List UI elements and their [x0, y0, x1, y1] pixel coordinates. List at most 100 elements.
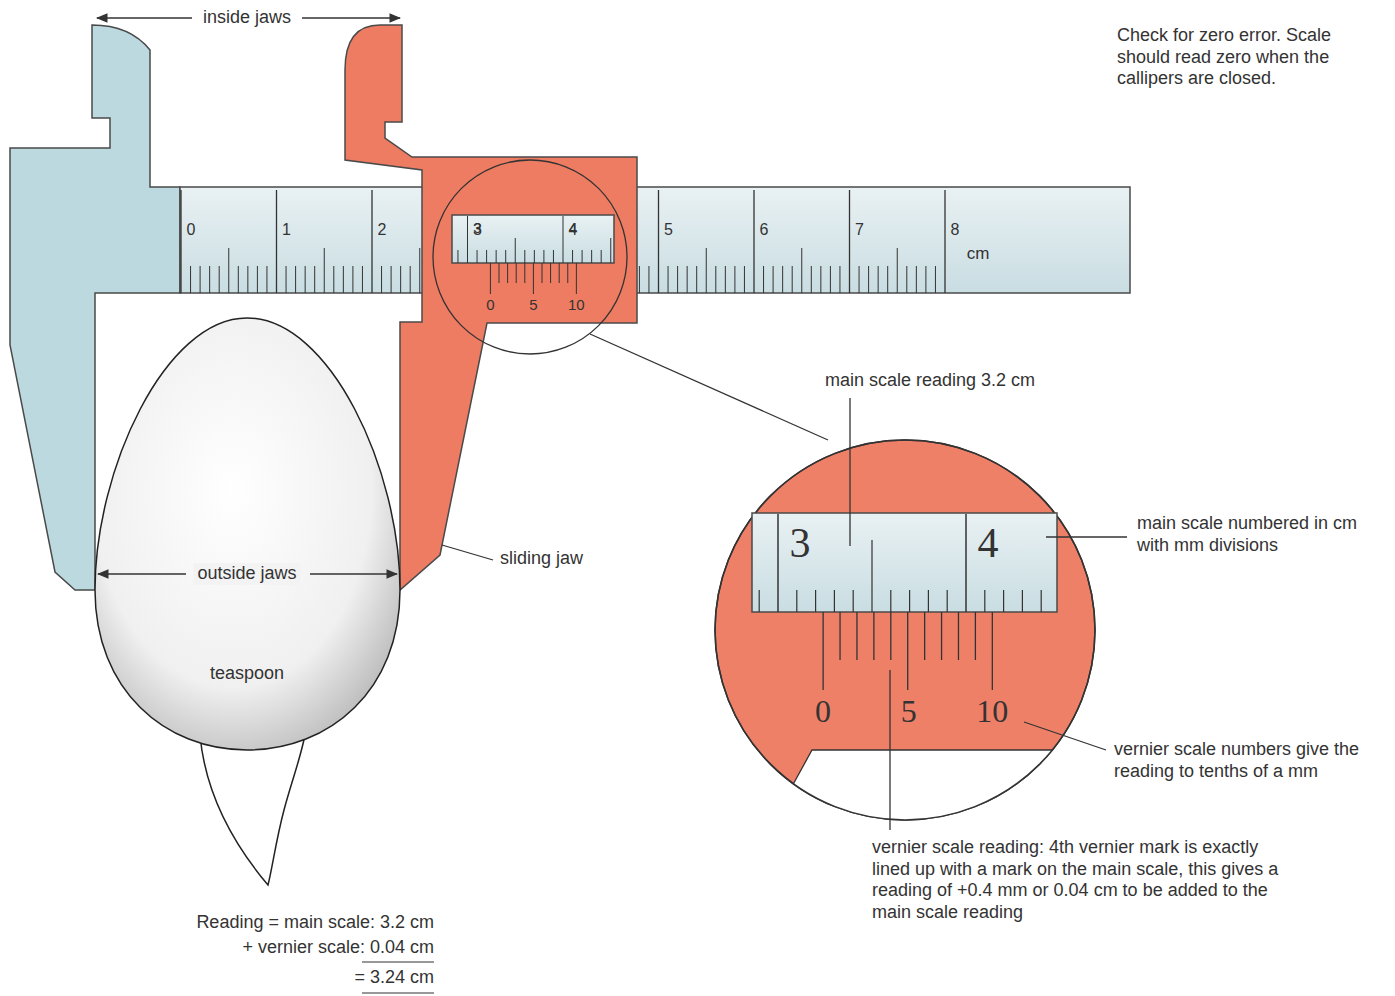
scale-tick — [906, 266, 907, 293]
scale-tick — [1003, 590, 1004, 612]
scale-tick — [668, 266, 669, 293]
scale-number: 1 — [282, 220, 291, 239]
unit-label: cm — [967, 244, 990, 264]
scale-tick — [276, 190, 277, 293]
scale-tick — [457, 250, 458, 263]
scale-tick — [830, 266, 831, 293]
vernier-window — [452, 215, 614, 263]
scale-tick — [777, 514, 779, 612]
scale-tick — [658, 190, 659, 293]
magnifier-ring — [433, 160, 627, 354]
scale-tick — [286, 266, 287, 293]
scale-number: 5 — [664, 220, 673, 239]
scale-tick — [677, 266, 678, 293]
scale-tick — [499, 263, 500, 283]
scale-tick — [734, 266, 735, 293]
scale-tick — [853, 590, 854, 612]
scale-tick — [400, 266, 401, 293]
magnifier-leader — [590, 334, 828, 440]
scale-number: 3 — [790, 518, 811, 568]
scale-tick — [219, 266, 220, 293]
scale-number: 8 — [951, 220, 960, 239]
scale-tick — [559, 263, 560, 283]
scale-tick — [811, 266, 812, 293]
scale-tick — [200, 266, 201, 293]
vernier-number: 5 — [901, 692, 917, 730]
scale-tick — [524, 263, 525, 283]
scale-tick — [856, 612, 857, 660]
vernier-number: 10 — [976, 692, 1008, 730]
vernier-number: 10 — [568, 296, 585, 314]
scale-tick — [984, 590, 985, 612]
scale-tick — [947, 590, 948, 612]
scale-tick — [1022, 590, 1023, 612]
scale-tick — [849, 190, 850, 293]
scale-tick — [490, 263, 491, 294]
scale-tick — [534, 250, 535, 263]
scale-tick — [792, 266, 793, 293]
scale-number: 4 — [569, 219, 577, 237]
scale-tick — [266, 266, 267, 293]
scale-tick — [582, 250, 583, 263]
scale-tick — [944, 190, 945, 293]
scale-tick — [516, 263, 517, 283]
scale-number: 2 — [378, 220, 387, 239]
scale-tick — [324, 248, 325, 293]
scale-tick — [873, 612, 874, 660]
scale-tick — [890, 612, 891, 660]
scale-tick — [563, 216, 564, 263]
scale-tick — [859, 266, 860, 293]
inside-jaws-arrow — [302, 17, 400, 18]
scale-number: 4 — [978, 518, 999, 568]
scale-tick — [839, 266, 840, 293]
sum-underline — [362, 992, 434, 993]
scale-tick — [305, 266, 306, 293]
magnified-ticks — [759, 514, 1041, 690]
scale-tick — [706, 248, 707, 293]
scale-tick — [467, 216, 468, 263]
part-label: inside jaws — [199, 7, 295, 29]
scale-tick — [180, 190, 181, 293]
scale-tick — [759, 590, 760, 612]
callout-label: main scale reading 3.2 cm — [825, 370, 1035, 392]
scale-tick — [868, 266, 869, 293]
object-label: teaspoon — [210, 663, 284, 685]
calculation-line: = 3.24 cm — [354, 967, 434, 989]
scale-tick — [965, 514, 967, 612]
scale-tick — [820, 266, 821, 293]
outside-jaws-arrow — [98, 573, 186, 574]
scale-tick — [1041, 590, 1042, 612]
scale-tick — [362, 266, 363, 293]
scale-tick — [782, 266, 783, 293]
scale-tick — [815, 590, 816, 612]
scale-tick — [533, 263, 534, 294]
sum-underline — [362, 961, 434, 962]
calculation-line: Reading = main scale: 3.2 cm — [196, 912, 434, 934]
scale-tick — [763, 266, 764, 293]
scale-tick — [907, 612, 908, 690]
scale-tick — [505, 250, 506, 263]
scale-tick — [295, 266, 296, 293]
scale-tick — [410, 266, 411, 293]
scale-number: 7 — [855, 220, 864, 239]
scale-tick — [897, 248, 898, 293]
scale-tick — [541, 263, 542, 283]
scale-tick — [550, 263, 551, 283]
vernier-reading-leader — [889, 670, 890, 830]
scale-number: 6 — [760, 220, 769, 239]
calculation-line: + vernier scale: 0.04 cm — [242, 937, 434, 959]
part-label: sliding jaw — [500, 548, 583, 570]
scale-tick — [477, 250, 478, 263]
scale-tick — [190, 266, 191, 293]
scale-tick — [935, 266, 936, 293]
scale-number: 0 — [187, 220, 196, 239]
magnified-window — [752, 513, 1057, 612]
teaspoon-bowl — [95, 318, 400, 750]
scale-tick — [744, 266, 745, 293]
note: Check for zero error. Scale should read … — [1117, 25, 1349, 90]
scale-tick — [419, 248, 420, 293]
scale-tick — [801, 248, 802, 293]
vernier-numbers-leader — [1024, 722, 1106, 750]
scale-tick — [333, 266, 334, 293]
